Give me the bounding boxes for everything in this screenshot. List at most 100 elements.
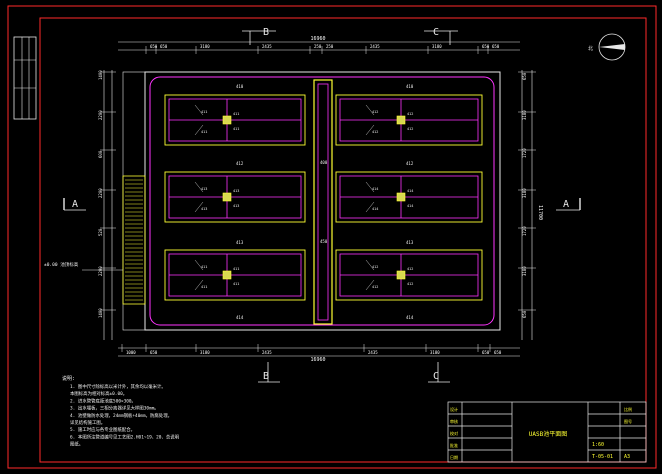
channel-label: 414 [236,315,244,320]
distribution-hub-icon [396,115,406,125]
title-block-cell: 批准 [450,442,458,448]
notes-block: 说明: 1. 图中尺寸除标高以米计外，其余均以毫米计。 本图标高为相对标高±0.… [62,375,180,448]
distribution-hub-icon [222,270,232,280]
note-line: 3. 出水堰板，三相分离器详见大样图30mm。 [70,405,159,412]
side-walkway [122,71,146,331]
dim-text: 2435 [262,44,272,49]
dim-text: 2435 [370,44,380,49]
grid-axis-top: B C [242,27,458,45]
svg-text:A: A [72,199,78,210]
binding-strip [13,36,37,120]
dim-text: 2200 [98,110,103,120]
title-block-cell: 设计 [450,406,458,412]
note-line: 5. 施工时应与各专业图纸配合。 [70,426,135,433]
tank-label: 411 [233,112,239,116]
dimension-chain-right [521,70,533,340]
tank-label: 411 [201,130,207,134]
tank-label: 411 [233,127,239,131]
dim-text: 2200 [98,188,103,198]
inner-perimeter-channel [149,76,495,326]
tank-label: 411 [201,265,207,269]
dim-text: 1400 [98,70,103,80]
distribution-hub-icon [222,192,232,202]
channel-label: 410 [406,84,414,89]
overall-dim-top: 16960 [310,36,325,42]
title-block-cell: 校对 [450,430,458,436]
tank-label: 414 [372,207,378,211]
tank-label: 414 [407,204,413,208]
north-arrow-icon: 北 [588,33,626,61]
tank-label: 413 [233,204,239,208]
dim-text: 2435 [368,350,378,355]
dim-text: 3180 [200,44,210,49]
dim-text: 1000 [126,350,136,355]
channel-label: 410 [236,84,244,89]
drawing-scale: 1:60 [592,442,604,448]
dim-text: 2200 [98,266,103,276]
dimension-chain-left [103,70,113,340]
dim-text: 650 [482,350,490,355]
tank-label: 414 [407,189,413,193]
dimension-chain-bottom [118,347,520,357]
dim-text: 2435 [262,350,272,355]
tank-label: 413 [233,189,239,193]
tank-label: 412 [407,267,413,271]
tank-label: 411 [201,285,207,289]
dim-text: 600 [98,150,103,158]
tank-label: 411 [233,282,239,286]
dim-text: 3180 [200,350,210,355]
drawing-sheet-size: A3 [624,454,630,460]
tank-label: 412 [372,285,378,289]
dim-text: 3180 [430,350,440,355]
center-label: 400 [320,160,328,165]
tank-label: 411 [233,267,239,271]
channel-label: 414 [406,315,414,320]
notes-title: 说明: [62,375,75,382]
channel-label: 413 [236,240,244,245]
dim-text: 3180 [522,188,527,198]
title-block-cell: 比例 [624,406,632,412]
title-block-cell: 日期 [450,454,458,460]
section-mark-right: A [556,198,581,211]
dim-text: 3180 [522,110,527,120]
tank-label: 412 [372,130,378,134]
dim-text: 1720 [522,148,527,158]
note-line: 图纸。 [70,441,83,448]
grid-label-bottom-b: B [263,371,269,382]
distribution-hub-icon [396,270,406,280]
tank-label: 413 [201,187,207,191]
dim-text: 650 [522,310,527,318]
dim-text: 650 [522,72,527,80]
reactor-cell[interactable]: 414 414 414 414 [335,171,483,223]
channel-label: 412 [236,161,244,166]
stair-hatch [122,175,146,305]
svg-text:A: A [563,199,569,210]
dim-text: 250 [326,44,334,49]
reactor-cell[interactable]: 411 411 411 411 [164,249,306,301]
central-collection-channel[interactable] [313,79,333,325]
dim-text: 1400 [98,308,103,318]
tank-label: 412 [372,110,378,114]
note-line: 2. 进水管管底距池底500×300。 [70,397,136,404]
center-label: 450 [320,239,328,244]
side-callout: ±0.00 池顶标高 [44,261,79,268]
dim-text: 3180 [522,266,527,276]
note-line: 1. 图中尺寸除标高以米计外，其余均以毫米计。 [70,383,166,390]
dim-text: 650 [492,44,500,49]
tank-label: 414 [372,187,378,191]
channel-label: 413 [406,240,414,245]
svg-text:北: 北 [588,45,593,52]
title-block-cell: 图号 [624,418,632,424]
overall-dim-right: 11700 [537,205,543,220]
note-line: 6. 本图所注管道编号见工艺图2.H01~19、20、总说明 [70,433,180,440]
dim-text: 3180 [432,44,442,49]
tank-outer-wall[interactable] [144,71,501,331]
